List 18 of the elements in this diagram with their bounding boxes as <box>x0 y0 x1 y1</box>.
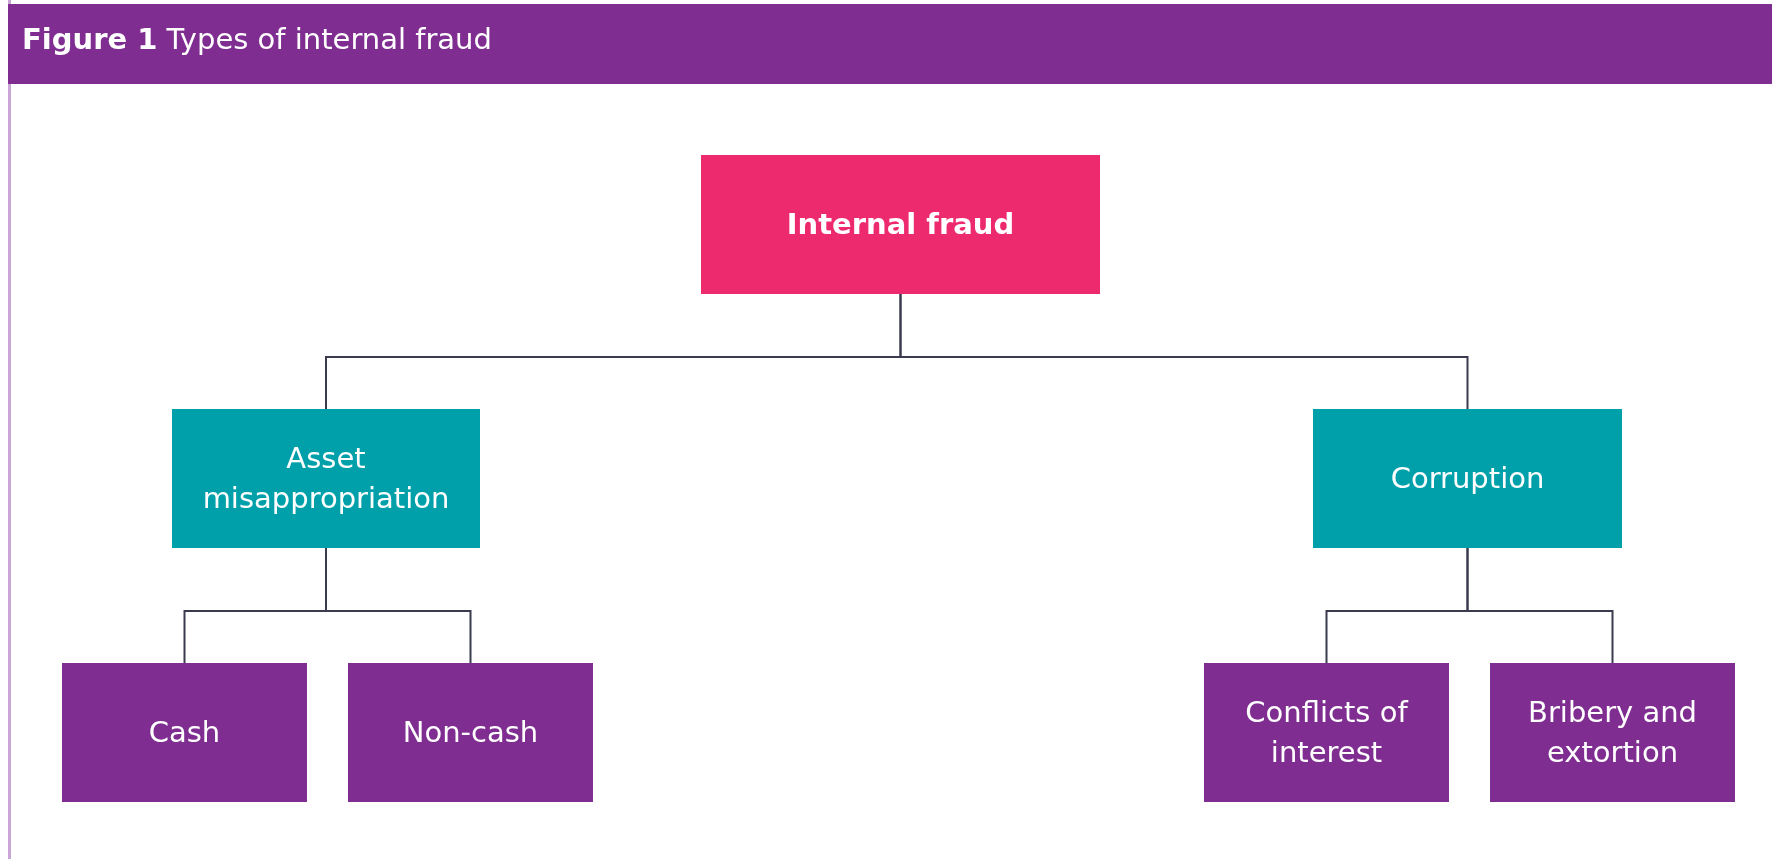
category-box <box>348 663 593 802</box>
connector-line <box>1466 547 1614 664</box>
category-box <box>701 155 1100 294</box>
category-box <box>172 409 480 548</box>
connector-line <box>325 547 472 664</box>
category-label: Corruption <box>1390 459 1545 497</box>
category-box <box>1490 663 1735 802</box>
category-box <box>62 663 307 802</box>
figure-title: Figure 1 Types of internal fraud <box>22 22 492 56</box>
category-label: Non-cash <box>402 713 539 751</box>
category-label: Bribery and extortion <box>1527 694 1698 771</box>
category-label: Internal fraud <box>786 205 1015 243</box>
connector-line <box>899 293 1469 410</box>
category-label: Asset misappropriation <box>201 440 451 517</box>
category-box <box>1204 663 1449 802</box>
category-label: Conflicts of interest <box>1244 694 1410 771</box>
category-label: Cash <box>148 713 221 751</box>
category-box <box>1313 409 1622 548</box>
